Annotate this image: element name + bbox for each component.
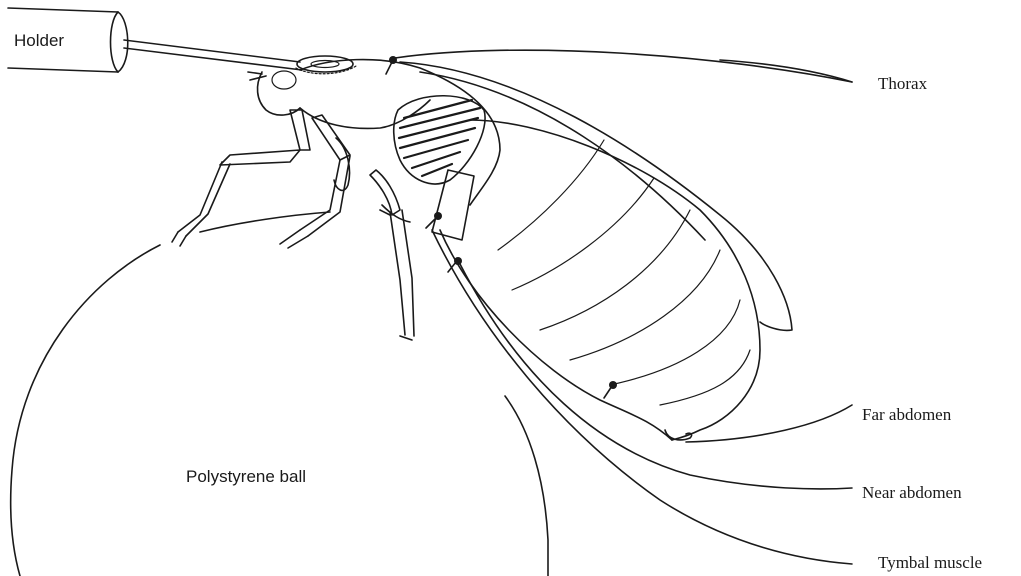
far-abdomen-leader [686, 405, 852, 442]
near-abdomen-leader [460, 264, 852, 489]
near-abdomen-label: Near abdomen [862, 483, 962, 502]
labels: Holder Thorax Far abdomen Near abdomen T… [14, 31, 982, 572]
polystyrene-ball [11, 212, 548, 576]
polystyrene-ball-label: Polystyrene ball [186, 467, 306, 486]
insect-body [248, 60, 500, 240]
abdomen [440, 120, 760, 440]
far-abdomen-label: Far abdomen [862, 405, 952, 424]
tymbal-muscle-label: Tymbal muscle [878, 553, 982, 572]
tymbal-muscle-leader [432, 230, 852, 564]
legs [172, 110, 414, 340]
electrode-far-abdomen [604, 381, 617, 398]
thorax-label: Thorax [878, 74, 928, 93]
holder-label: Holder [14, 31, 64, 50]
electrode-thorax [386, 56, 397, 74]
